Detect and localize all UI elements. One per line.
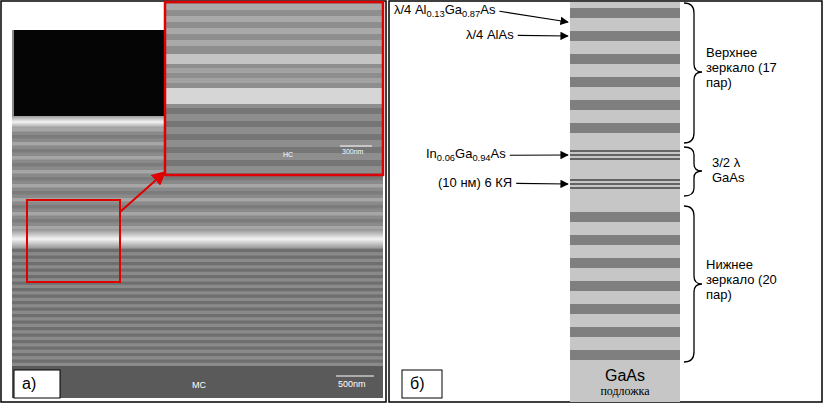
layer-stack <box>570 2 680 402</box>
leader-arrow <box>516 183 568 185</box>
sem-stripe <box>12 360 383 363</box>
layer-label: λ/4 Al0.13Ga0.87As <box>394 3 495 20</box>
scale-note: MC <box>192 380 206 390</box>
scale-note: HC <box>283 151 293 159</box>
mirror-layer <box>570 100 680 110</box>
inset-stripe <box>165 16 383 22</box>
sem-stripe <box>12 184 383 188</box>
zoom-frame <box>27 200 120 282</box>
quantum-well <box>570 154 680 155</box>
bracket <box>684 206 702 362</box>
mirror-layer <box>570 8 680 18</box>
inset-ground <box>165 2 383 175</box>
panel-tag-box <box>402 370 442 398</box>
inset-stripe <box>165 4 383 10</box>
sem-stripe <box>12 275 383 278</box>
quantum-well <box>570 183 680 184</box>
inset-stripe <box>165 134 383 140</box>
scale-label: 500nm <box>338 379 366 389</box>
scale-label: 300nm <box>342 148 363 156</box>
mirror-layer <box>570 77 680 87</box>
quantum-well <box>570 179 680 180</box>
sem-stripe <box>12 301 383 304</box>
sem-stripe <box>12 249 383 252</box>
mirror-layer <box>570 281 680 291</box>
sem-stripe <box>12 295 383 298</box>
sem-stripe <box>12 226 383 230</box>
bracket <box>684 3 702 143</box>
mirror-layer <box>570 304 680 314</box>
sem-stripe <box>12 191 383 195</box>
bracket-label: Верхнее зеркало (17 пар) <box>706 46 778 91</box>
mirror-layer <box>570 31 680 41</box>
quantum-well <box>570 187 680 188</box>
panel-frame <box>389 1 822 402</box>
inset-stripe <box>165 160 383 166</box>
inset-stripe <box>165 108 383 114</box>
mirror-layer <box>570 212 680 222</box>
inset-stripe <box>165 88 383 104</box>
sem-stripe <box>12 288 383 291</box>
layer-label: (10 нм) 6 КЯ <box>438 176 512 191</box>
inset-stripe <box>165 40 383 46</box>
scale-bar <box>340 146 372 147</box>
quantum-well <box>570 158 680 159</box>
bracket-label: 3/2 λ GaAs <box>712 156 758 186</box>
mirror-layer <box>570 350 680 360</box>
layer-stripes <box>570 8 680 360</box>
panel-frame <box>1 1 386 402</box>
bracket <box>684 147 702 196</box>
material-name: GaAs <box>572 368 678 385</box>
inset-stripe <box>165 54 383 64</box>
sem-cavity <box>12 230 383 248</box>
mirror-layer <box>570 235 680 245</box>
sem-stripe <box>12 334 383 337</box>
sem-stripe <box>12 347 383 350</box>
sem-stripe <box>12 353 383 356</box>
inset-stripe <box>165 68 383 73</box>
mirror-layer <box>570 258 680 268</box>
inset-stripe <box>165 78 383 83</box>
sem-stripe <box>12 314 383 317</box>
sem-stripe <box>12 205 383 209</box>
quantum-well <box>570 150 680 151</box>
mirror-layer <box>570 123 680 133</box>
sem-stripe <box>12 212 383 216</box>
leader-arrow <box>518 35 568 37</box>
inset-stripe <box>165 121 383 127</box>
sem-stripe <box>12 340 383 343</box>
scale-bar <box>336 376 374 377</box>
sem-stripe <box>12 308 383 311</box>
sem-stripe <box>12 269 383 272</box>
sem-substrate <box>12 366 383 398</box>
mirror-layer <box>570 54 680 64</box>
sem-stripe <box>12 256 383 259</box>
layer-label: In0.06Ga0.94As <box>426 147 506 164</box>
panel-tag: а) <box>22 375 36 393</box>
zoom-arrow <box>120 172 165 212</box>
leader-arrow <box>499 11 568 22</box>
inset-stripe <box>165 28 383 34</box>
sem-stripe <box>12 262 383 265</box>
sem-stripe <box>12 219 383 223</box>
bracket-label: Нижнее зеркало (20 пар) <box>706 258 778 303</box>
inset-frame <box>165 2 383 175</box>
leader-arrow <box>510 154 568 155</box>
layer-name: подложка <box>572 385 678 398</box>
mirror-layer <box>570 327 680 337</box>
substrate-band: GaAsподложка <box>570 366 680 399</box>
layer-label: λ/4 AlAs <box>466 28 514 43</box>
panel-tag-box <box>14 370 60 398</box>
sem-stripe <box>12 327 383 330</box>
panel-tag: б) <box>410 375 425 393</box>
sem-inset <box>165 2 383 179</box>
sem-stripe <box>12 321 383 324</box>
